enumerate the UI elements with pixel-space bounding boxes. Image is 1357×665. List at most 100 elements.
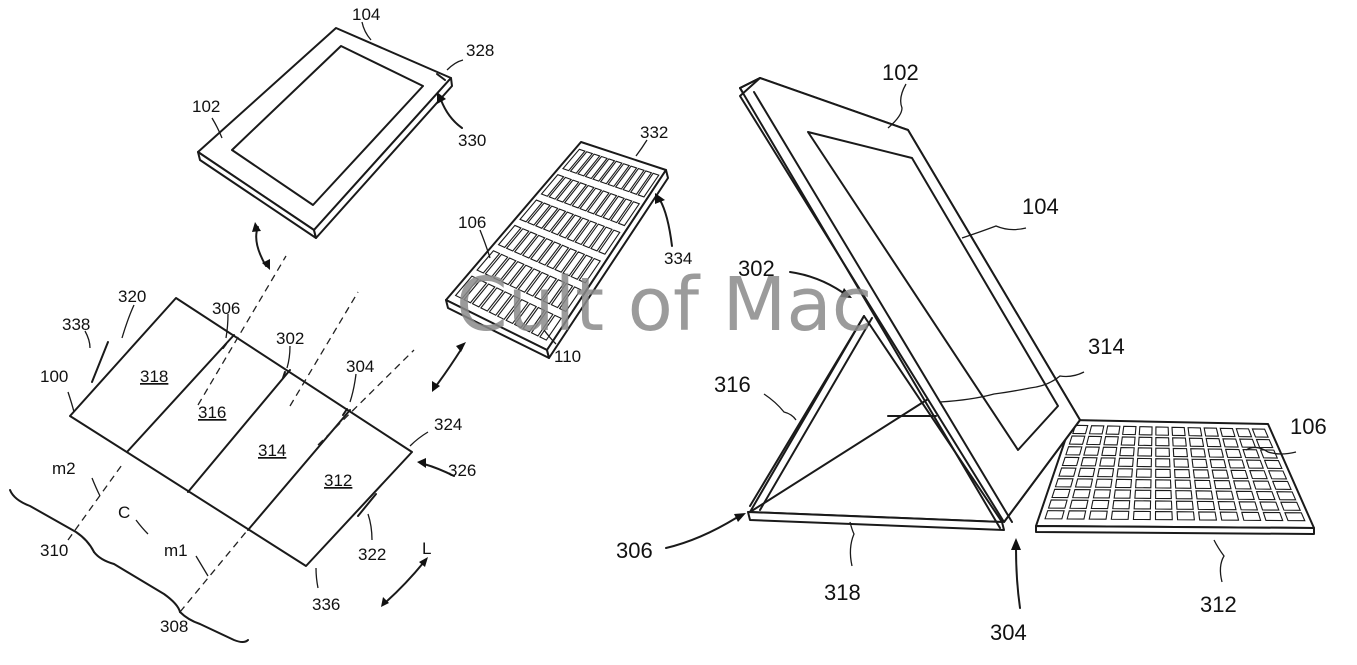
key (1232, 480, 1252, 490)
key (1172, 437, 1187, 447)
key (599, 160, 623, 185)
key (1116, 468, 1133, 478)
key (1215, 490, 1235, 500)
key (1074, 478, 1094, 488)
label-L: L (422, 539, 431, 558)
key (1137, 447, 1153, 457)
key (1155, 479, 1172, 489)
key (1088, 425, 1105, 435)
key (509, 264, 533, 290)
key (577, 153, 601, 177)
key (1190, 448, 1207, 458)
key (546, 244, 570, 270)
key (1241, 511, 1262, 521)
key (533, 275, 558, 301)
key (542, 279, 566, 305)
key (598, 229, 621, 255)
keyboard-flat-keys (1044, 424, 1306, 522)
key (1171, 426, 1186, 437)
key (569, 151, 594, 174)
key (1252, 480, 1272, 490)
key (1187, 427, 1203, 437)
label-320: 320 (118, 287, 146, 306)
key (1194, 479, 1212, 490)
key (1090, 499, 1110, 510)
key (1155, 489, 1172, 500)
key (497, 224, 522, 249)
key (1209, 458, 1227, 469)
key (1155, 426, 1170, 436)
label-316-right: 316 (714, 372, 751, 397)
key (1155, 436, 1170, 447)
key (1196, 500, 1216, 511)
key (556, 179, 580, 203)
key (517, 268, 541, 293)
key (558, 214, 582, 239)
key (1172, 447, 1189, 458)
key (1085, 435, 1103, 446)
label-102-right: 102 (882, 60, 919, 85)
key (1173, 458, 1190, 468)
key (463, 279, 488, 304)
label-C: C (118, 503, 130, 522)
key (1155, 447, 1171, 457)
key (1175, 500, 1194, 510)
label-104: 104 (352, 5, 380, 24)
key (586, 190, 610, 215)
left-exploded-view: 104 328 102 330 332 106 334 110 320 338 … (9, 5, 692, 643)
label-312: 312 (324, 471, 352, 490)
key (1271, 480, 1292, 490)
key (1117, 457, 1134, 467)
key (1077, 467, 1096, 478)
key (554, 247, 578, 273)
key (1135, 479, 1152, 489)
key (1275, 491, 1297, 501)
key (614, 165, 638, 190)
label-314-right: 314 (1088, 334, 1125, 359)
label-106: 106 (458, 213, 486, 232)
key (1255, 438, 1274, 449)
label-104-right: 104 (1022, 194, 1059, 219)
key (454, 275, 480, 300)
key (550, 282, 574, 309)
key (1155, 468, 1171, 479)
label-m2: m2 (52, 459, 76, 478)
watermark-text: Cult of Mac (456, 262, 872, 348)
key (1155, 458, 1171, 468)
key (1211, 469, 1230, 479)
key (1065, 446, 1083, 456)
key (1203, 427, 1220, 437)
key (1054, 478, 1074, 488)
key (562, 148, 586, 172)
label-318: 318 (140, 367, 168, 386)
key (1088, 510, 1108, 520)
key (1114, 478, 1133, 489)
label-302-right: 302 (738, 256, 775, 281)
key (1213, 479, 1232, 490)
key (538, 241, 562, 266)
key (1262, 511, 1284, 522)
key (584, 155, 608, 180)
key (1188, 437, 1205, 447)
keyboard-flat (1035, 419, 1315, 535)
key (539, 314, 562, 341)
label-110: 110 (554, 347, 581, 366)
label-100: 100 (40, 367, 68, 386)
key (505, 298, 529, 325)
key (1255, 490, 1276, 501)
key (578, 257, 602, 284)
key (1072, 488, 1091, 499)
label-308: 308 (160, 617, 188, 636)
key (496, 295, 521, 321)
key (1198, 511, 1218, 521)
label-106-right: 106 (1290, 414, 1327, 439)
label-324: 324 (434, 415, 462, 434)
key (1230, 469, 1249, 480)
key (1224, 448, 1243, 459)
key (1191, 458, 1208, 469)
key (534, 205, 559, 229)
key (1061, 456, 1080, 467)
key (1284, 512, 1306, 522)
key (1238, 501, 1259, 511)
key (1135, 468, 1152, 478)
